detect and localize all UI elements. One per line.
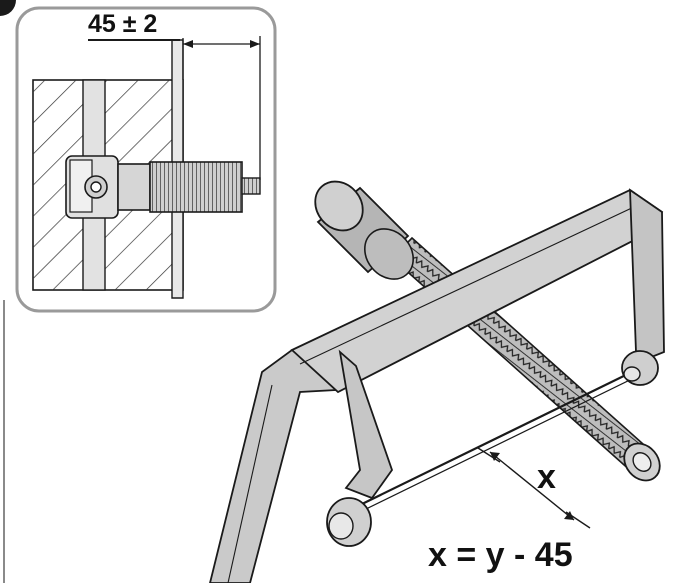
hacksaw — [209, 188, 665, 583]
rod-end-cap — [314, 180, 414, 280]
cut-formula: x = y - 45 — [428, 536, 573, 574]
threaded-extension — [149, 161, 261, 213]
corner-mark — [0, 0, 16, 583]
inset-panel — [15, 6, 277, 313]
blade-tension-nut — [326, 497, 372, 547]
dimension-label: 45 ± 2 — [88, 10, 158, 38]
x-dimension-lines — [477, 447, 591, 529]
cut-length-label: x — [537, 458, 556, 496]
dimension-lines — [88, 36, 261, 180]
blade-pin — [621, 350, 659, 386]
valve-body — [65, 155, 151, 219]
